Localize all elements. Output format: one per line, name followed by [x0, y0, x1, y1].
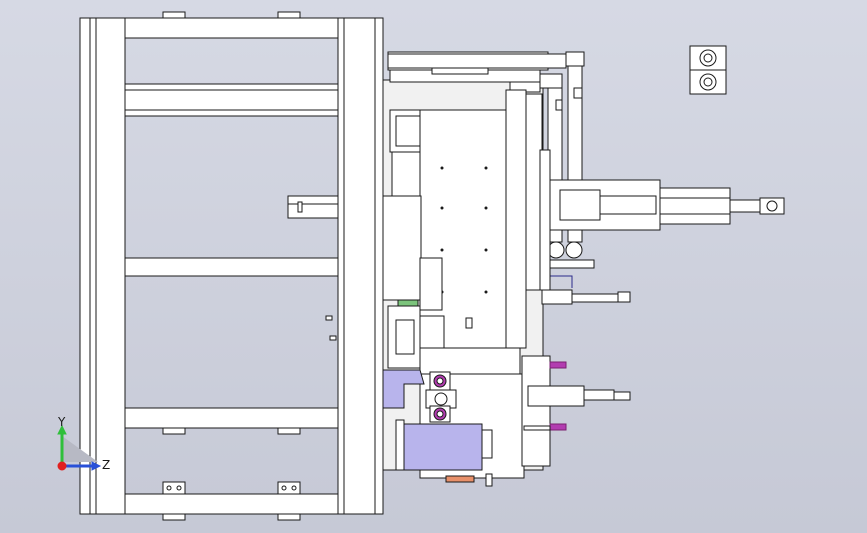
horizontal-cylinder — [539, 149, 785, 291]
y-axis-label: Y — [57, 415, 66, 429]
frame-left-upright — [89, 17, 126, 515]
lower-cylinders — [523, 289, 631, 431]
triad-shadow — [62, 436, 98, 462]
highlighted-block — [403, 423, 483, 471]
cylinder-body — [659, 187, 731, 225]
frame-beam-lower — [124, 407, 339, 429]
frame-bracket-right — [277, 481, 301, 495]
frame-foot-bottom-left — [162, 513, 186, 521]
lower-housing — [419, 347, 521, 375]
frame-foot-top-right — [277, 11, 301, 19]
orange-fitting — [445, 475, 475, 483]
frame-right-column — [374, 17, 384, 515]
frame-beam-middle — [124, 257, 339, 277]
frame-beam-upper — [124, 83, 339, 117]
y-axis-arrow — [57, 424, 67, 435]
frame-foot-bottom-right — [277, 513, 301, 521]
side-bracket — [287, 195, 339, 219]
x-axis-dot — [57, 461, 67, 471]
z-axis-label: Z — [102, 458, 110, 472]
floating-fittings — [689, 45, 727, 95]
highlighted-bracket — [382, 369, 425, 409]
main-module — [382, 51, 551, 487]
frame-foot-lower-left — [162, 427, 186, 435]
main-plate — [419, 109, 507, 349]
frame-left-column — [79, 17, 91, 515]
frame-bracket-left — [162, 481, 186, 495]
side-panel — [382, 195, 422, 301]
z-axis-arrow — [91, 461, 102, 471]
frame-foot-lower-right — [277, 427, 301, 435]
machine-frame — [79, 11, 384, 521]
frame-beam-top — [124, 17, 339, 39]
frame-beam-bottom — [124, 493, 339, 515]
axis-triad: Y Z — [57, 415, 110, 472]
frame-foot-top-left — [162, 11, 186, 19]
